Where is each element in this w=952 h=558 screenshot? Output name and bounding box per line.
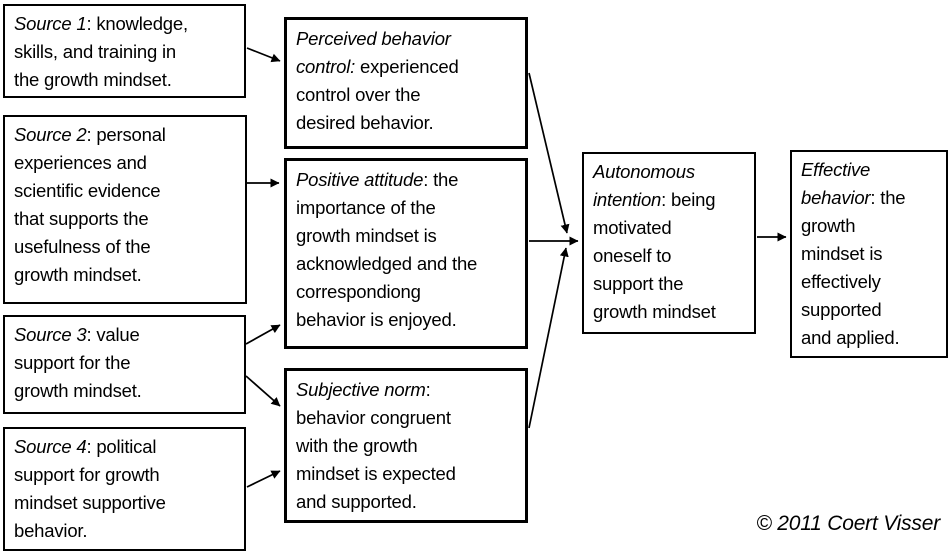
box-autonomous-intention-body: : being motivated oneself to support the… [593,189,716,322]
box-perceived-behavior-control-title: Perceived behavior control: [296,28,451,77]
box-subjective-norm-body: : behavior congruent with the growth min… [296,379,456,512]
box-subjective-norm-title: Subjective norm [296,379,426,400]
box-autonomous-intention-title: Autonomous intention [593,161,695,210]
arrow-source3-to-positive-attitude-icon [245,324,281,345]
arrow-perceived-behavior-control-to-intention-icon [528,72,570,234]
box-effective-behavior-title: Effective behavior [801,159,871,208]
box-source1-title: Source 1 [14,13,87,34]
box-subjective-norm: Subjective norm: behavior congruent with… [284,368,528,523]
box-source2: Source 2: personal experiences and scien… [3,115,247,304]
arrow-source3-to-subjective-norm-icon [245,375,281,407]
box-effective-behavior-body: : the growth mindset is effectively supp… [801,187,906,348]
box-source1: Source 1: knowledge, skills, and trainin… [3,4,246,98]
arrow-source1-to-perceived-behavior-control-icon [246,47,281,63]
box-positive-attitude-body: : the importance of the growth mindset i… [296,169,478,330]
box-perceived-behavior-control: Perceived behavior control: experienced … [284,17,528,149]
arrow-subjective-norm-to-intention-icon [528,247,569,429]
box-positive-attitude-title: Positive attitude [296,169,424,190]
copyright-text: © 2011 Coert Visser [756,512,940,535]
box-source3-body: : value support for the growth mindset. [14,324,142,401]
box-effective-behavior: Effective behavior: the growth mindset i… [790,150,948,358]
box-source2-body: : personal experiences and scientific ev… [14,124,166,285]
box-source3-title: Source 3 [14,324,87,345]
box-source4: Source 4: political support for growth m… [3,427,246,551]
box-autonomous-intention: Autonomous intention: being motivated on… [582,152,756,334]
arrow-source4-to-subjective-norm-icon [246,470,281,488]
box-source1-body: : knowledge, skills, and training in the… [14,13,188,90]
box-positive-attitude: Positive attitude: the importance of the… [284,158,528,349]
box-source3: Source 3: value support for the growth m… [3,315,246,414]
box-source4-body: : political support for growth mindset s… [14,436,166,541]
box-source4-title: Source 4 [14,436,87,457]
box-source2-title: Source 2 [14,124,87,145]
box-perceived-behavior-control-body: experienced control over the desired beh… [296,56,459,133]
